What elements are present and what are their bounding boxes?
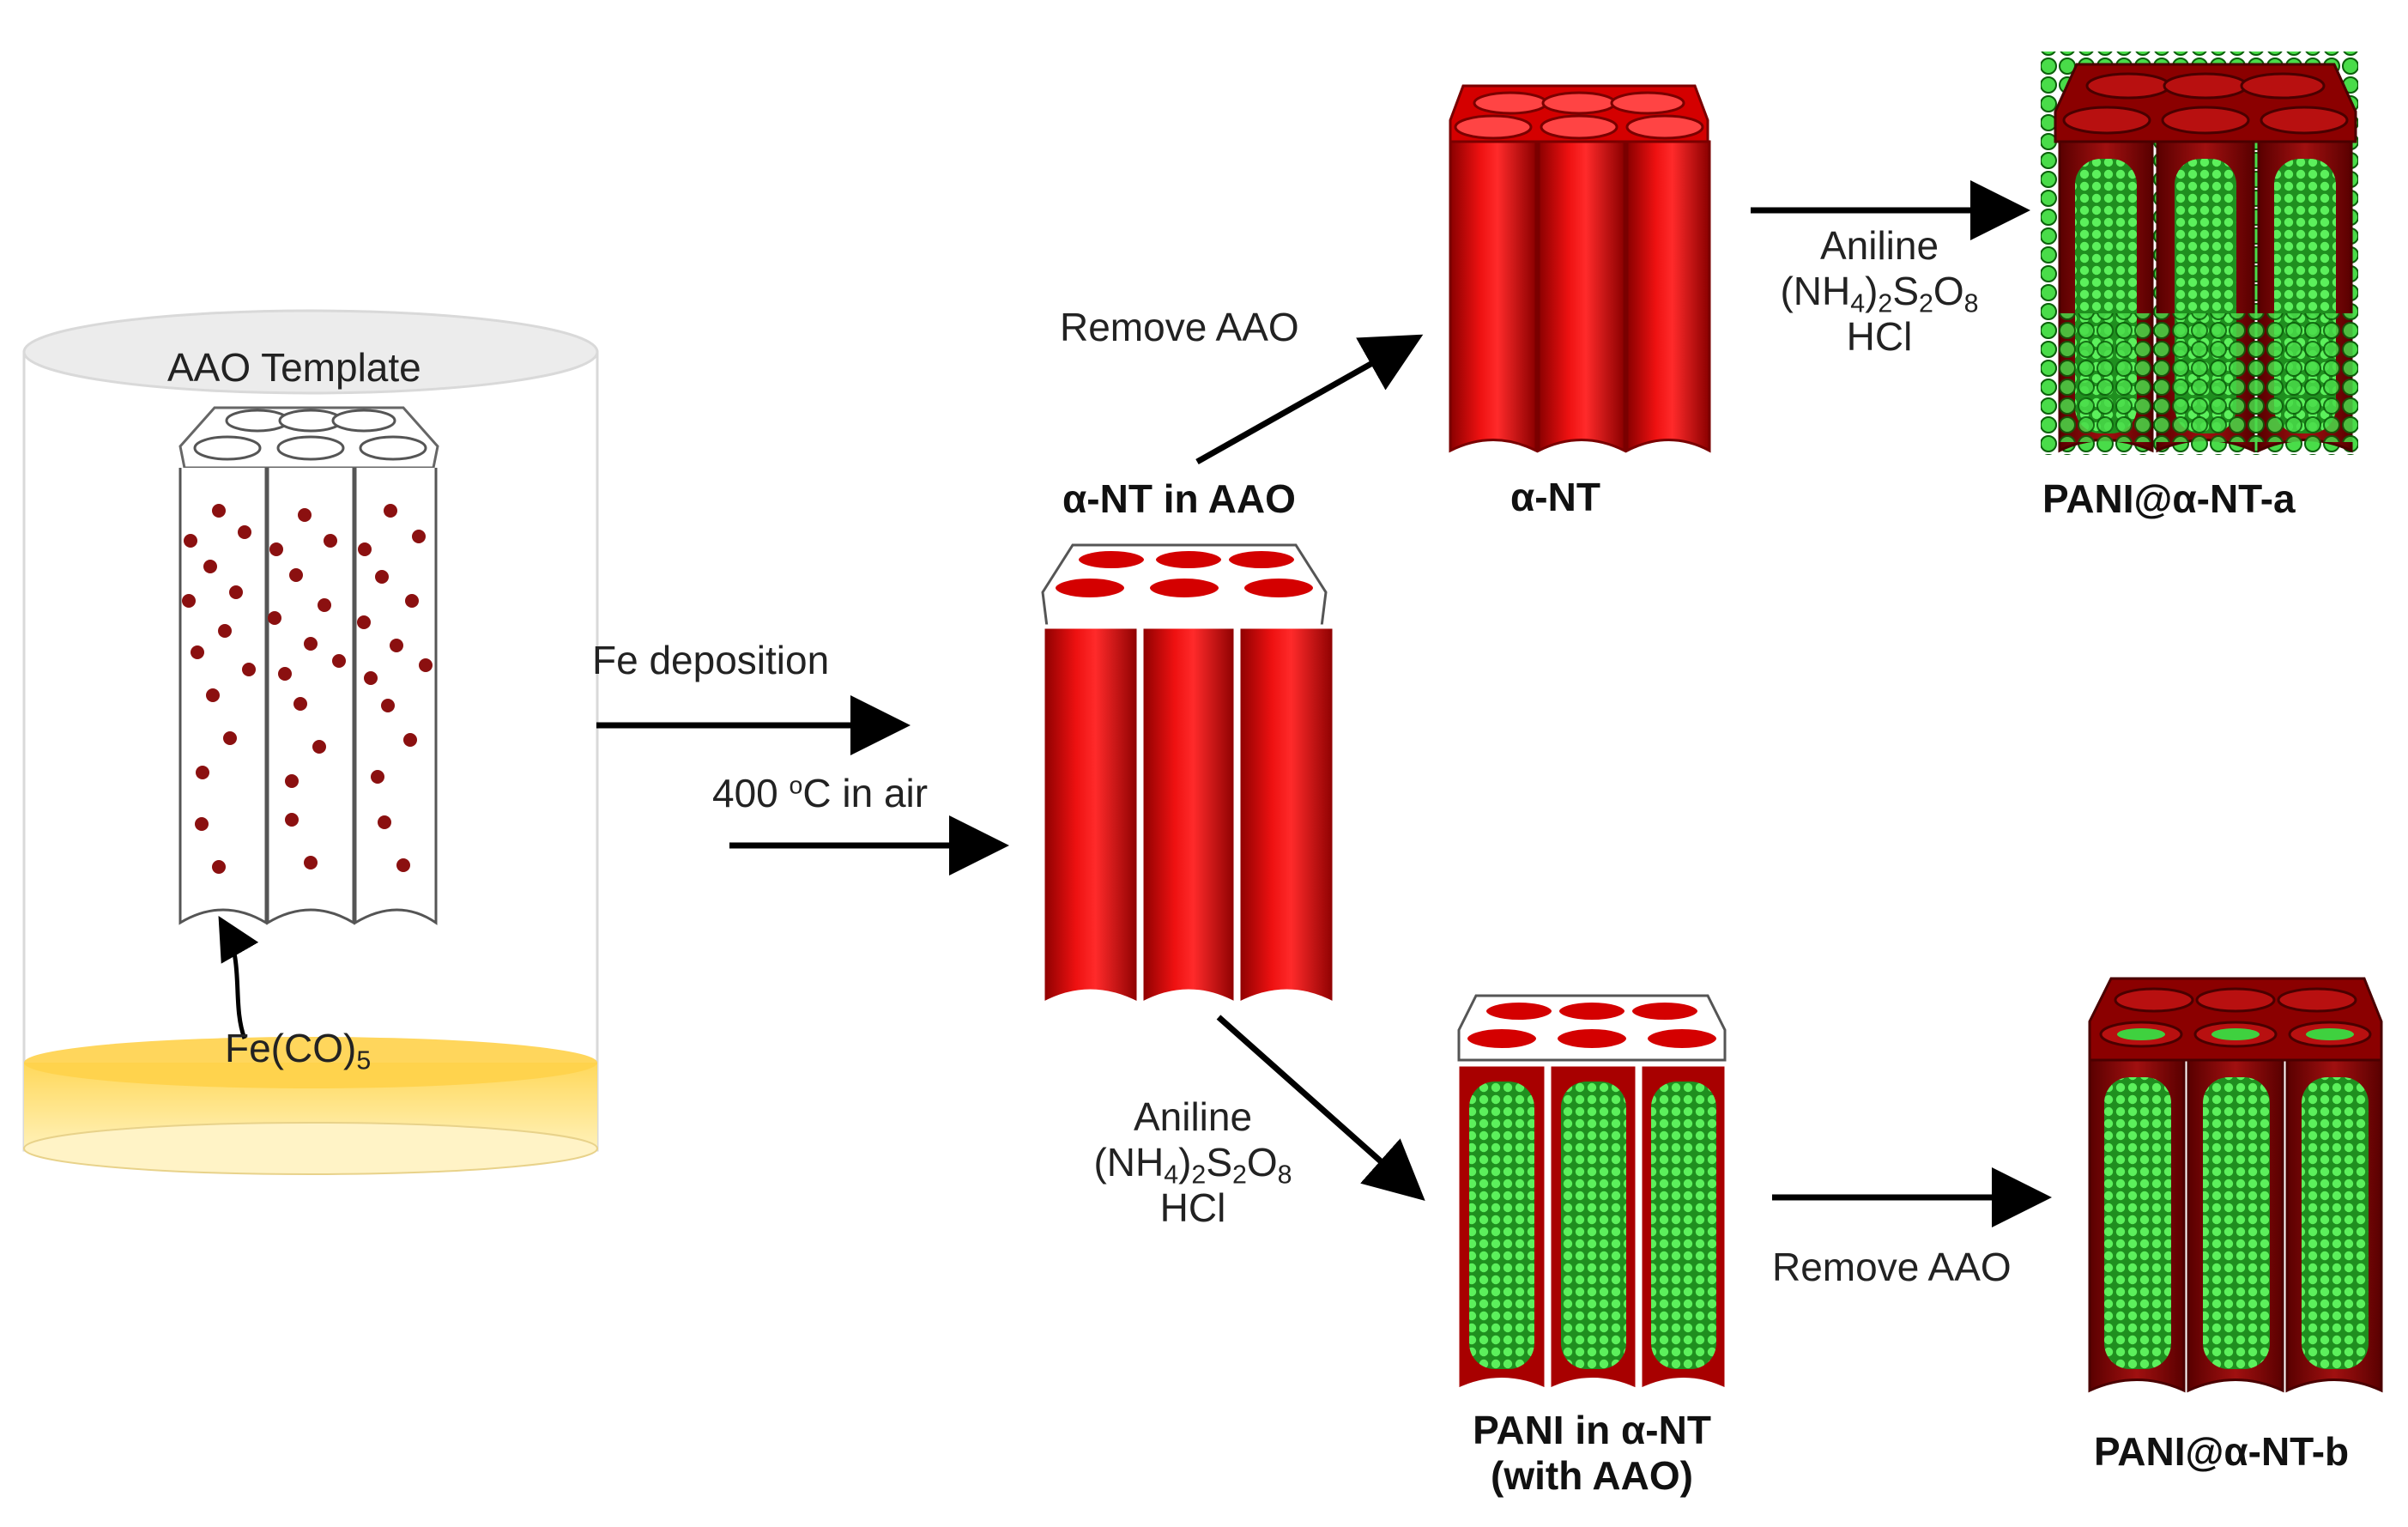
pani-in-alpha-nt-line2: (with AAO) (1491, 1452, 1693, 1498)
reagent-persulfate: (NH4)2S2O8 (1093, 1139, 1292, 1190)
pani-coated-bundle-icon (2041, 52, 2358, 455)
pani-alpha-nt-b-label: PANI@α-NT-b (2094, 1429, 2350, 1474)
fe-co5-sub: 5 (356, 1046, 372, 1076)
remove-aao-top-label: Remove AAO (1060, 305, 1299, 349)
alpha-nt-label: α-NT (1510, 475, 1600, 519)
reagent-hcl: HCl (1846, 313, 1913, 359)
arrow-icon (596, 180, 2052, 1227)
pani-in-alpha-nt-line1: PANI in α-NT (1473, 1408, 1711, 1452)
reagent-aniline: Aniline (1819, 223, 1939, 268)
anneal-label: 400 oC in air (712, 771, 928, 816)
fe-co5-base: Fe(CO) (225, 1026, 357, 1070)
anneal-pre: 400 (712, 771, 790, 815)
pani-in-alpha-nt-label: PANI in α-NT (with AAO) (1433, 1408, 1751, 1499)
reagents-top: Aniline (NH4)2S2O8 HCl (1751, 223, 2008, 360)
fe-deposition-label: Fe deposition (592, 638, 830, 682)
nanotube-bundle-icon (1040, 543, 1337, 1009)
nanotube-bundle-icon (1449, 84, 1711, 453)
alpha-nt-in-aao-label: α-NT in AAO (1062, 476, 1296, 521)
fe-co5-label: Fe(CO)5 (225, 1026, 371, 1074)
pani-coated-bundle-icon (2088, 977, 2383, 1393)
pani-coated-bundle-icon (1455, 994, 1729, 1395)
anneal-post: C in air (802, 771, 929, 815)
reagent-aniline: Aniline (1133, 1094, 1253, 1139)
aao-template-label: AAO Template (167, 345, 421, 390)
reagent-persulfate: (NH4)2S2O8 (1780, 268, 1979, 318)
anneal-sup: o (789, 772, 803, 800)
aao-template-icon (178, 406, 439, 1039)
reagents-bottom: Aniline (NH4)2S2O8 HCl (1064, 1094, 1322, 1231)
pani-alpha-nt-a-label: PANI@α-NT-a (2042, 476, 2296, 521)
reagent-hcl: HCl (1159, 1185, 1226, 1230)
remove-aao-bottom-label: Remove AAO (1772, 1245, 2012, 1289)
